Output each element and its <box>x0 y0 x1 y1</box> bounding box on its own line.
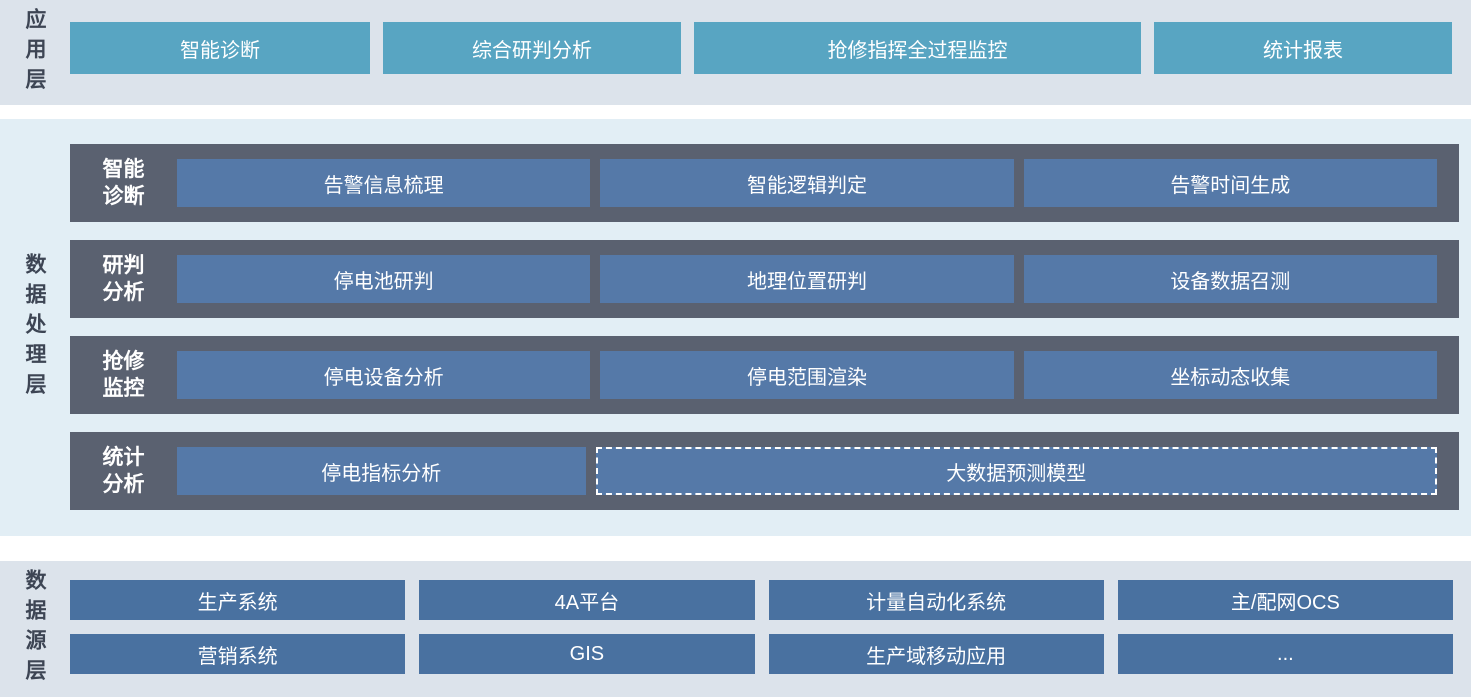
block-4a-platform: 4A平台 <box>419 580 755 620</box>
block-intelligent-logic-judgment: 智能逻辑判定 <box>600 159 1014 207</box>
block-alarm-time-generation: 告警时间生成 <box>1023 159 1437 207</box>
block-outage-device-analysis: 停电设备分析 <box>177 351 591 399</box>
row-repair-monitoring: 抢修监控 停电设备分析 停电范围渲染 坐标动态收集 <box>70 336 1459 414</box>
row-label: 抢修监控 <box>70 348 177 403</box>
block-bigdata-prediction-model: 大数据预测模型 <box>595 447 1437 495</box>
data-source-layer-band: 数据源层 生产系统 4A平台 计量自动化系统 主/配网OCS 营销系统 GIS … <box>0 561 1471 697</box>
block-repair-command-process-monitoring: 抢修指挥全过程监控 <box>694 22 1141 74</box>
data-processing-layer-label: 数据处理层 <box>23 252 46 403</box>
source-row: 营销系统 GIS 生产域移动应用 ... <box>70 634 1453 674</box>
row-label: 研判分析 <box>70 252 177 307</box>
row-statistical-analysis: 统计分析 停电指标分析 大数据预测模型 <box>70 432 1459 510</box>
row-items: 停电池研判 地理位置研判 设备数据召测 <box>177 255 1437 303</box>
data-source-layer-label: 数据源层 <box>23 569 46 689</box>
block-metering-automation-system: 计量自动化系统 <box>768 580 1104 620</box>
block-alarm-info-sorting: 告警信息梳理 <box>177 159 591 207</box>
block-marketing-system: 营销系统 <box>70 634 406 674</box>
application-layer-blocks: 智能诊断 综合研判分析 抢修指挥全过程监控 统计报表 <box>70 22 1452 74</box>
block-outage-judgment: 停电池研判 <box>177 255 591 303</box>
row-label: 智能诊断 <box>70 156 177 211</box>
block-device-data-recall: 设备数据召测 <box>1023 255 1437 303</box>
block-geolocation-judgment: 地理位置研判 <box>600 255 1014 303</box>
row-label-text: 智能诊断 <box>102 157 145 208</box>
row-intelligent-diagnosis: 智能诊断 告警信息梳理 智能逻辑判定 告警时间生成 <box>70 144 1459 222</box>
processing-rows: 智能诊断 告警信息梳理 智能逻辑判定 告警时间生成 研判分析 停电池研判 地理位… <box>70 144 1459 510</box>
block-production-system: 生产系统 <box>70 580 406 620</box>
row-items: 停电设备分析 停电范围渲染 坐标动态收集 <box>177 351 1437 399</box>
source-row: 生产系统 4A平台 计量自动化系统 主/配网OCS <box>70 580 1453 620</box>
row-items: 停电指标分析 大数据预测模型 <box>177 447 1437 495</box>
block-gis: GIS <box>419 634 755 674</box>
row-items: 告警信息梳理 智能逻辑判定 告警时间生成 <box>177 159 1437 207</box>
block-statistical-reports: 统计报表 <box>1154 22 1452 74</box>
block-outage-range-rendering: 停电范围渲染 <box>600 351 1014 399</box>
block-production-mobile-app: 生产域移动应用 <box>768 634 1104 674</box>
block-outage-indicator-analysis: 停电指标分析 <box>177 447 586 495</box>
row-judgment-analysis: 研判分析 停电池研判 地理位置研判 设备数据召测 <box>70 240 1459 318</box>
block-comprehensive-analysis: 综合研判分析 <box>383 22 681 74</box>
block-intelligent-diagnosis: 智能诊断 <box>70 22 370 74</box>
data-processing-layer-band: 数据处理层 智能诊断 告警信息梳理 智能逻辑判定 告警时间生成 研判分析 停电池… <box>0 119 1471 536</box>
row-label-text: 研判分析 <box>102 253 145 304</box>
row-label-text: 抢修监控 <box>102 349 145 400</box>
block-coordinate-dynamic-collection: 坐标动态收集 <box>1023 351 1437 399</box>
application-layer-label: 应用层 <box>23 7 46 98</box>
block-ellipsis: ... <box>1117 634 1453 674</box>
row-label-text: 统计分析 <box>102 445 145 496</box>
block-main-distribution-ocs: 主/配网OCS <box>1117 580 1453 620</box>
row-label: 统计分析 <box>70 444 177 499</box>
application-layer-band: 应用层 智能诊断 综合研判分析 抢修指挥全过程监控 统计报表 <box>0 0 1471 105</box>
source-rows: 生产系统 4A平台 计量自动化系统 主/配网OCS 营销系统 GIS 生产域移动… <box>70 580 1453 674</box>
